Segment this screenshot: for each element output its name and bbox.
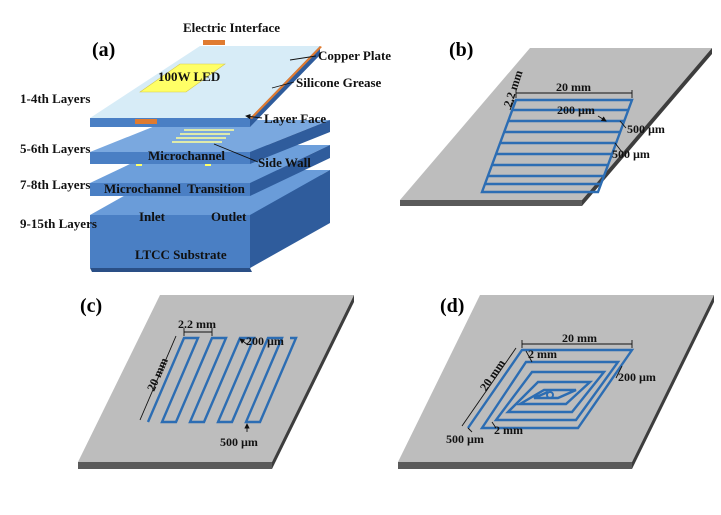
d-dim-2mm-a: 2 mm: [528, 347, 557, 361]
d-dim-500um: 500 µm: [446, 432, 484, 446]
panel-label-a: (a): [92, 39, 115, 61]
b-dim-500um-b: 500 µm: [612, 147, 650, 161]
panel-c-channel-pattern: [146, 336, 298, 424]
c-dim-200um: 200 µm: [246, 334, 284, 348]
panel-d-plate: [398, 295, 714, 469]
panel-b-dimension-lines: [509, 90, 633, 153]
panel-c-plate: [78, 295, 354, 469]
panel-d-dimension-lines: [461, 340, 633, 433]
label-side-wall: Side Wall: [258, 155, 311, 170]
label-layers-1-4: 1-4th Layers: [20, 91, 90, 106]
c-dim-500um: 500 µm: [220, 435, 258, 449]
d-dim-200um: 200 µm: [618, 370, 656, 384]
panel-b-plate: [400, 48, 712, 206]
label-layers-7-8: 7-8th Layers: [20, 177, 90, 192]
label-layer-face: Layer Face: [264, 111, 326, 126]
label-outlet: Outlet: [211, 209, 247, 224]
layers-5-6-plate: [90, 120, 330, 164]
label-microchannel-transition: Microchannel Transition: [104, 181, 246, 196]
d-dim-20mm: 20 mm: [562, 331, 597, 345]
b-dim-20mm: 20 mm: [556, 80, 591, 94]
d-dim-2mm-b: 2 mm: [494, 423, 523, 437]
panel-a-leader-lines: [213, 55, 317, 163]
label-100w-led: 100W LED: [158, 69, 220, 84]
panel-b-parallel-channels: (b) 20 mm 2.2 mm 200 µm 500 µm 500 µm: [400, 39, 712, 206]
label-inlet: Inlet: [139, 209, 166, 224]
layers-1-4-plate: [90, 40, 322, 127]
b-dim-500um-a: 500 µm: [627, 122, 665, 136]
label-microchannel: Microchannel: [148, 148, 225, 163]
label-copper-plate: Copper Plate: [318, 48, 391, 63]
b-dim-200um: 200 µm: [557, 103, 595, 117]
label-electric-interface: Electric Interface: [183, 20, 280, 35]
label-silicone-grease: Silicone Grease: [296, 75, 382, 90]
panel-c-dimension-lines: [139, 328, 250, 432]
panel-d-channel-pattern: [467, 348, 635, 430]
label-layers-9-15: 9-15th Layers: [20, 216, 97, 231]
panel-label-d: (d): [440, 295, 464, 317]
panel-d-spiral-channel: (d) 20 mm 2 mm 20 mm 200 µm 500 µm 2 mm: [398, 295, 714, 469]
c-dim-22mm: 2.2 mm: [178, 317, 216, 331]
label-layers-5-6: 5-6th Layers: [20, 141, 90, 156]
panel-c-serpentine-channels: (c) 2.2 mm 200 µm 20 mm 500 µm: [78, 295, 354, 469]
label-ltcc-substrate: LTCC Substrate: [135, 247, 227, 262]
panel-label-c: (c): [80, 295, 102, 317]
panel-a-exploded-stack: (a) Electric Interface Copper Plate Sili…: [20, 20, 391, 272]
panel-label-b: (b): [449, 39, 473, 61]
